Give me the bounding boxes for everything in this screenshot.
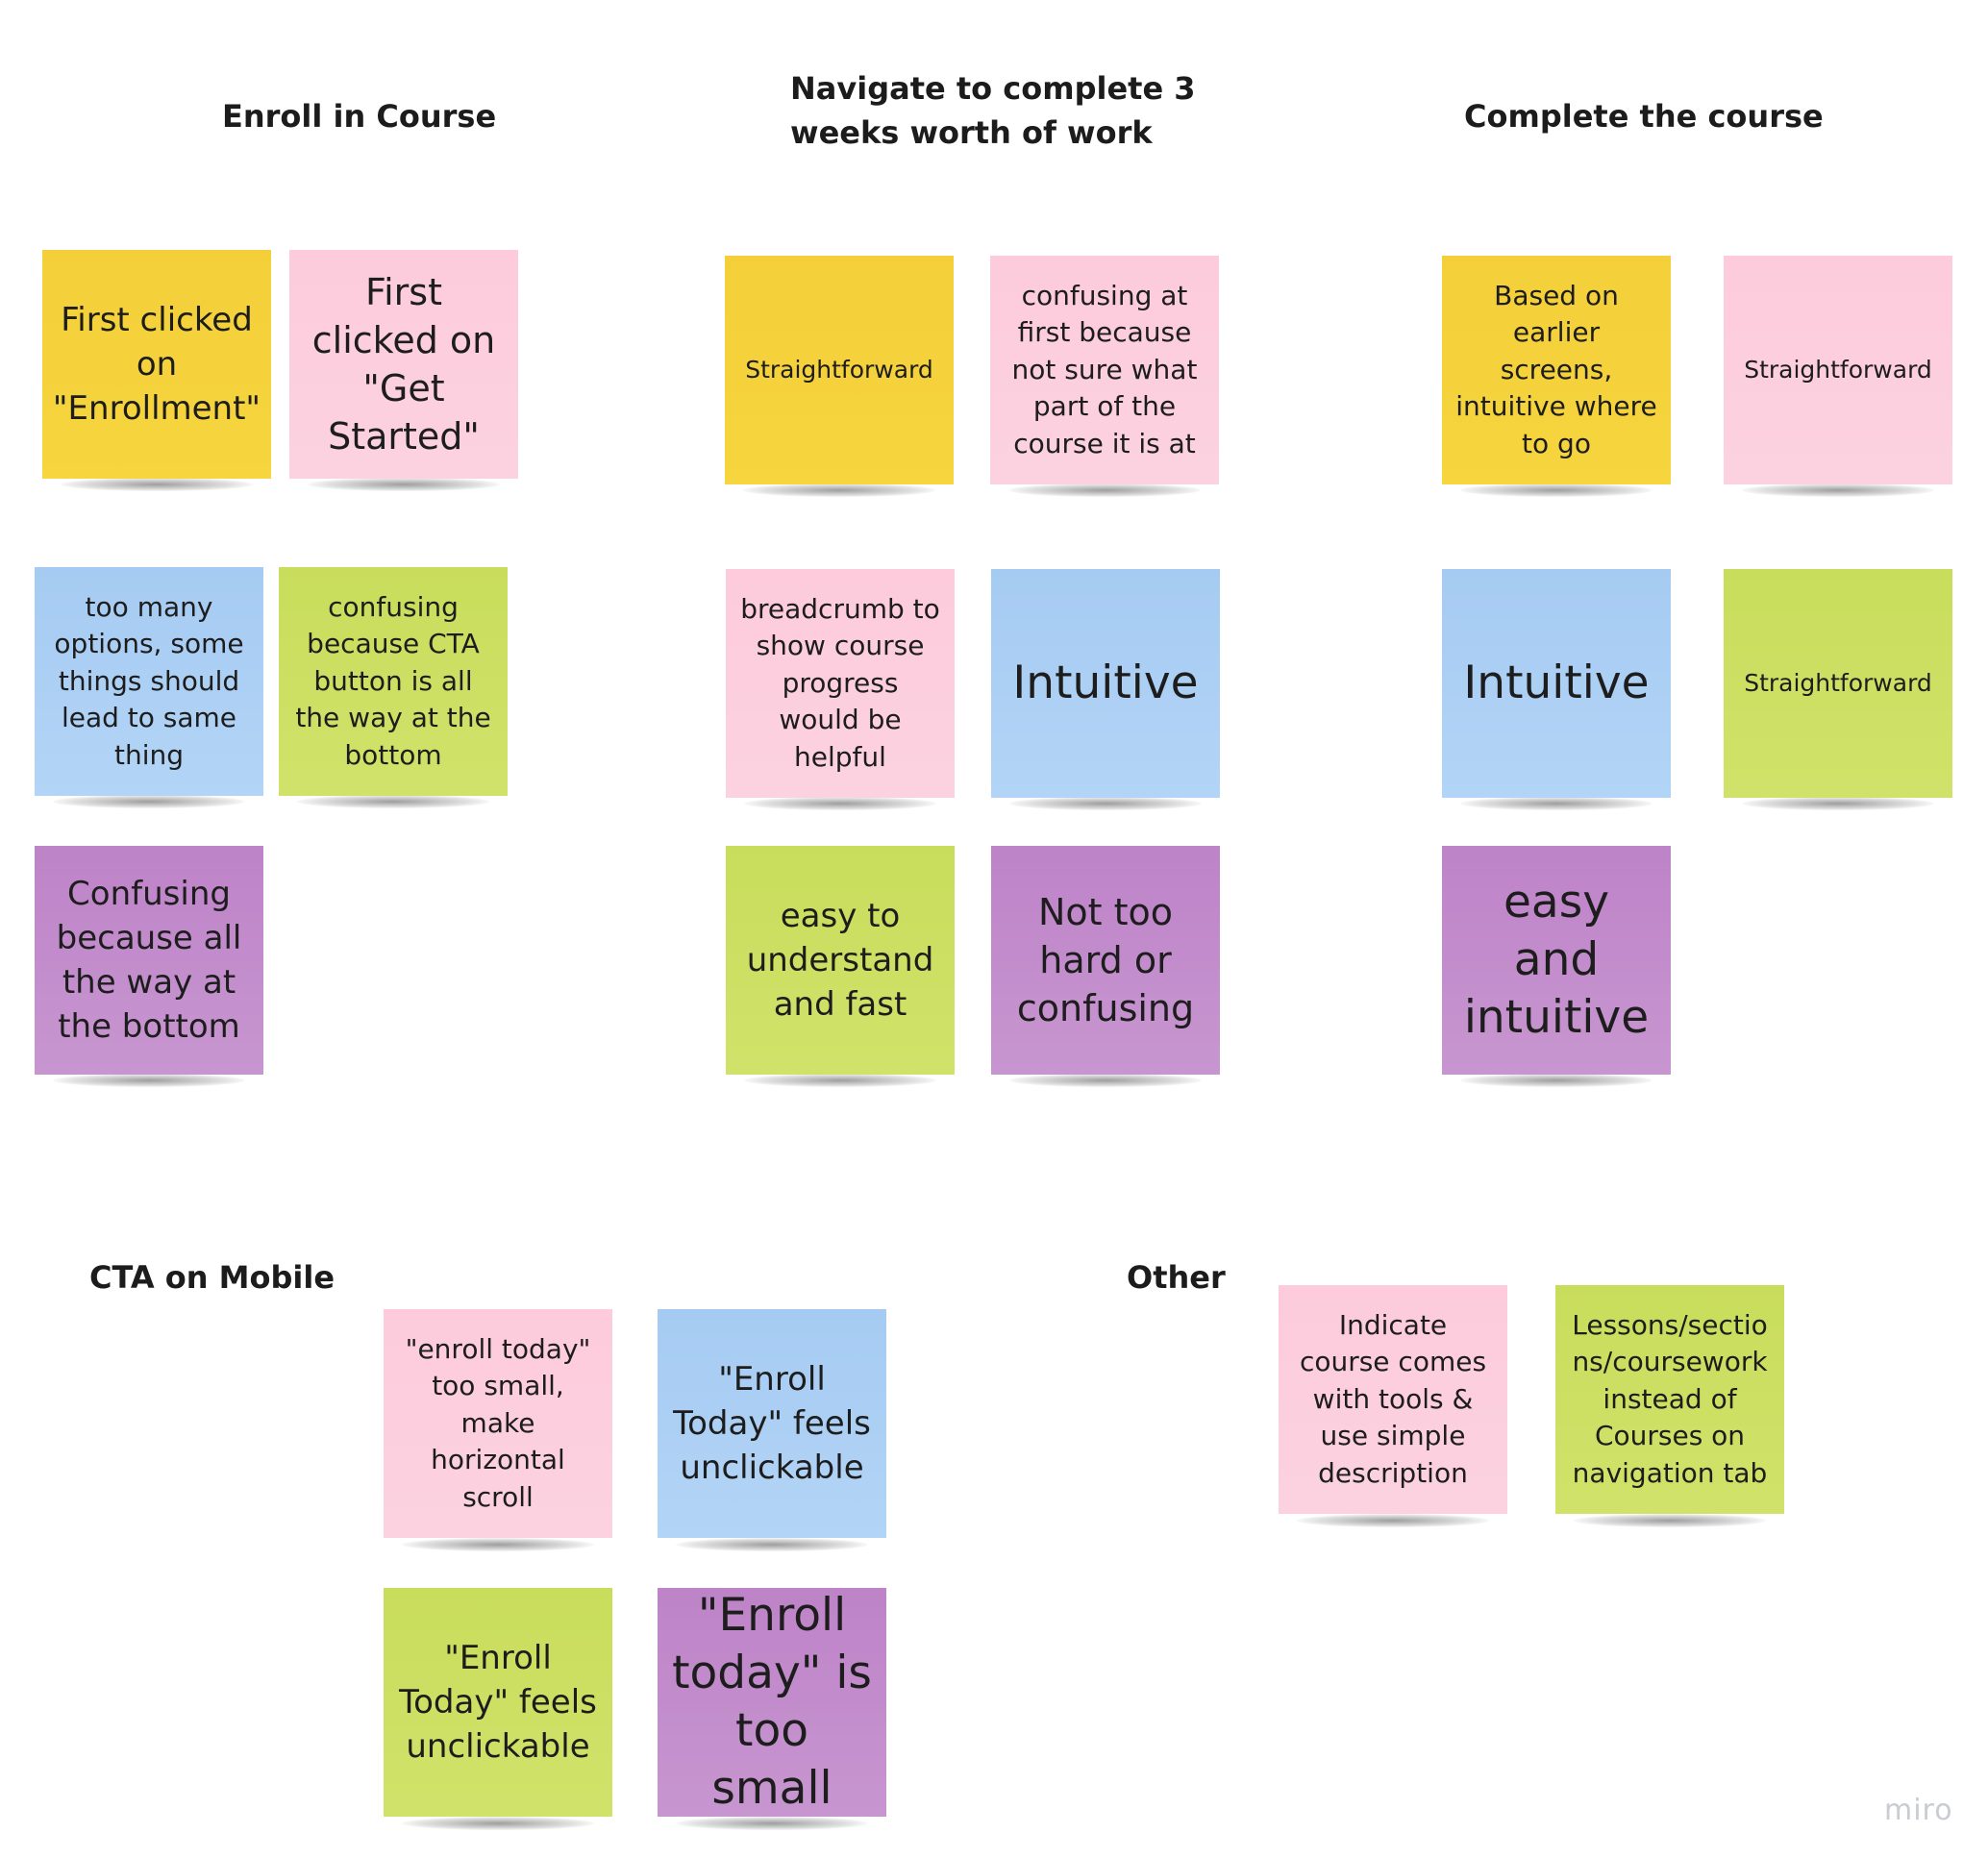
note-shadow — [308, 478, 500, 491]
sticky-note[interactable]: Intuitive — [991, 569, 1220, 798]
sticky-note[interactable]: "Enroll Today" feels unclickable — [658, 1309, 886, 1538]
note-shadow — [1460, 797, 1653, 810]
sticky-note[interactable]: "enroll today" too small, make horizonta… — [384, 1309, 612, 1538]
note-shadow — [1574, 1514, 1766, 1527]
note-shadow — [1460, 1074, 1653, 1087]
note-shadow — [297, 795, 489, 808]
sticky-note-text: confusing at first because not sure what… — [1011, 279, 1198, 459]
sticky-note[interactable]: First clicked on "Enrollment" — [42, 250, 271, 479]
note-shadow — [744, 797, 936, 810]
sticky-note-text: Indicate course comes with tools & use s… — [1299, 1308, 1487, 1489]
sticky-note-text: "Enroll Today" feels unclickable — [673, 1360, 871, 1487]
sticky-note[interactable]: Indicate course comes with tools & use s… — [1279, 1285, 1507, 1514]
note-shadow — [402, 1817, 594, 1830]
note-shadow — [1742, 483, 1934, 497]
sticky-note[interactable]: Intuitive — [1442, 569, 1671, 798]
sticky-note[interactable]: confusing at first because not sure what… — [990, 256, 1219, 484]
sticky-note[interactable]: "Enroll today" is too small — [658, 1588, 886, 1817]
note-shadow — [743, 483, 935, 497]
sticky-note-text: First clicked on "Enrollment" — [52, 301, 261, 428]
sticky-note-text: Straightforward — [1744, 356, 1932, 384]
note-shadow — [1008, 483, 1201, 497]
sticky-note-text: Straightforward — [1744, 669, 1932, 697]
sticky-note[interactable]: breadcrumb to show course progress would… — [726, 569, 955, 798]
miro-watermark: miro — [1884, 1794, 1953, 1827]
sticky-note[interactable]: Straightforward — [1724, 569, 1952, 798]
sticky-note-text: Lessons/sectio ns/coursework instead of … — [1572, 1308, 1768, 1489]
sticky-note[interactable]: too many options, some things should lea… — [35, 567, 263, 796]
note-shadow — [1009, 797, 1202, 810]
note-shadow — [53, 795, 245, 808]
sticky-note-text: Based on earlier screens, intuitive wher… — [1455, 279, 1657, 459]
note-shadow — [1009, 1074, 1202, 1087]
sticky-note[interactable]: Straightforward — [725, 256, 954, 484]
sticky-note-text: First clicked on "Get Started" — [311, 271, 496, 458]
sticky-note-text: "enroll today" too small, make horizonta… — [405, 1332, 591, 1513]
sticky-note[interactable]: Straightforward — [1724, 256, 1952, 484]
sticky-note-text: easy to understand and fast — [746, 897, 934, 1024]
sticky-note[interactable]: Lessons/sectio ns/coursework instead of … — [1555, 1285, 1784, 1514]
sticky-note[interactable]: easy and intuitive — [1442, 846, 1671, 1075]
sticky-note-text: Straightforward — [745, 356, 933, 384]
note-shadow — [1742, 797, 1934, 810]
sticky-note-text: Intuitive — [1463, 656, 1650, 709]
sticky-note[interactable]: "Enroll Today" feels unclickable — [384, 1588, 612, 1817]
note-shadow — [402, 1538, 594, 1551]
heading-navigate-line-1: Navigate to complete 3 — [790, 70, 1196, 107]
sticky-note[interactable]: Not too hard or confusing — [991, 846, 1220, 1075]
sticky-note-text: Not too hard or confusing — [1016, 891, 1195, 1029]
sticky-note-text: "Enroll today" is too small — [672, 1589, 872, 1815]
note-shadow — [1460, 483, 1653, 497]
sticky-note-text: Confusing because all the way at the bot… — [56, 875, 242, 1046]
heading-navigate-line-2: weeks worth of work — [790, 114, 1153, 151]
note-shadow — [744, 1074, 936, 1087]
sticky-note-text: "Enroll Today" feels unclickable — [399, 1639, 597, 1766]
sticky-note[interactable]: easy to understand and fast — [726, 846, 955, 1075]
sticky-note[interactable]: Based on earlier screens, intuitive wher… — [1442, 256, 1671, 484]
note-shadow — [53, 1074, 245, 1087]
sticky-note-text: Intuitive — [1012, 656, 1199, 709]
heading-cta-on-mobile: CTA on Mobile — [89, 1259, 335, 1296]
note-shadow — [1297, 1514, 1489, 1527]
note-shadow — [61, 478, 253, 491]
sticky-note-text: easy and intuitive — [1463, 876, 1650, 1044]
sticky-note[interactable]: confusing because CTA button is all the … — [279, 567, 508, 796]
sticky-note-text: confusing because CTA button is all the … — [295, 590, 491, 771]
sticky-note[interactable]: Confusing because all the way at the bot… — [35, 846, 263, 1075]
sticky-note-text: too many options, some things should lea… — [54, 590, 244, 771]
sticky-note-text: breadcrumb to show course progress would… — [740, 592, 940, 773]
note-shadow — [676, 1538, 868, 1551]
sticky-note[interactable]: First clicked on "Get Started" — [289, 250, 518, 479]
heading-other: Other — [1127, 1259, 1226, 1296]
heading-complete-the-course: Complete the course — [1464, 98, 1824, 135]
note-shadow — [676, 1817, 868, 1830]
heading-enroll-in-course: Enroll in Course — [222, 98, 497, 135]
